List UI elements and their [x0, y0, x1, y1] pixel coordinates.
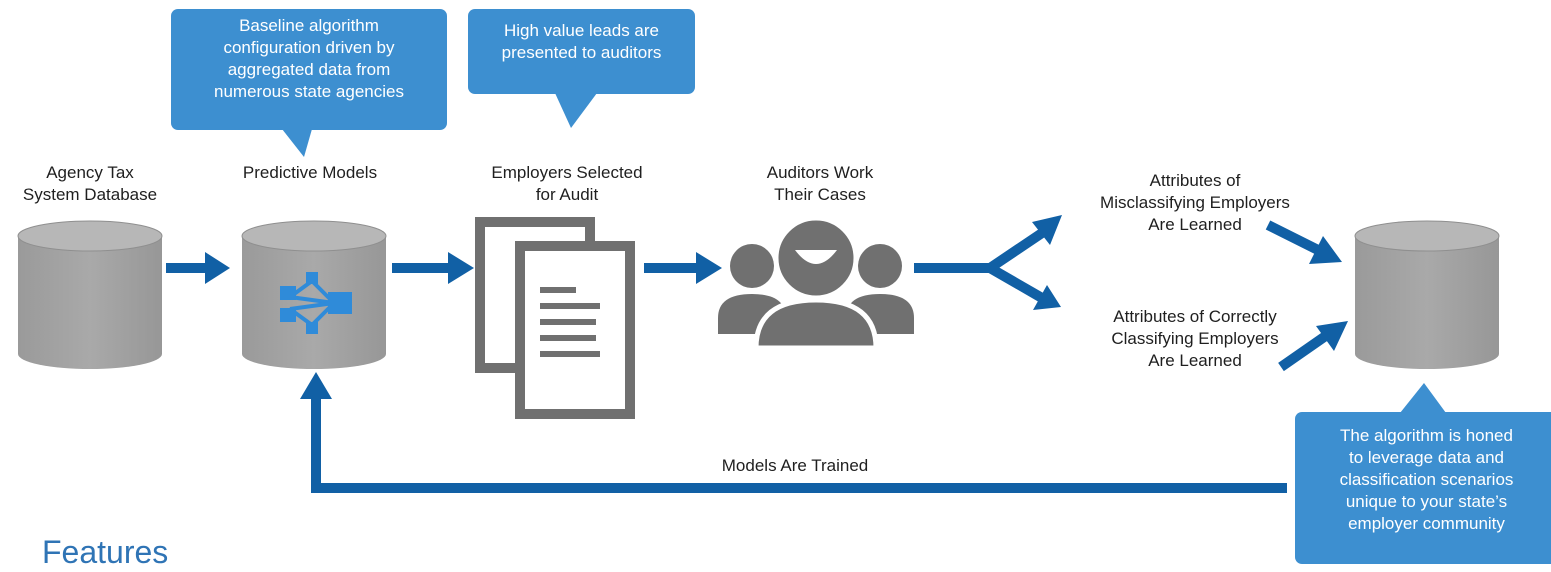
agency-database-icon	[17, 220, 163, 369]
section-heading: Features	[42, 534, 169, 570]
network-icon	[280, 272, 352, 334]
learned-attributes-database-icon	[1354, 220, 1500, 369]
label-employers-selected: Employers Selected for Audit	[491, 163, 643, 204]
label-misclassifying: Attributes of Misclassifying Employers A…	[1100, 171, 1290, 234]
label-correctly: Attributes of Correctly Classifying Empl…	[1111, 307, 1279, 370]
callout-pointer-baseline	[282, 129, 312, 157]
label-predictive-models: Predictive Models	[242, 163, 378, 182]
documents-icon	[475, 217, 635, 419]
flow-arrows	[166, 215, 1348, 493]
arrow-correctly-to-store	[1278, 321, 1348, 372]
label-models-trained: Models Are Trained	[721, 456, 869, 475]
callout-baseline: Baseline algorithm configuration driven …	[171, 9, 447, 130]
arrow-employers-to-auditors	[644, 252, 722, 284]
arrow-feedback-loop	[300, 372, 1287, 493]
arrow-auditors-split	[914, 215, 1062, 310]
people-icon	[718, 215, 914, 351]
label-auditors: Auditors Work Their Cases	[766, 163, 874, 204]
callout-pointer-high-value	[555, 93, 597, 128]
arrow-db-to-models	[166, 252, 230, 284]
callout-honed: The algorithm is honed to leverage data …	[1295, 412, 1551, 564]
arrow-misclassifying-to-store	[1265, 220, 1342, 264]
callout-high-value: High value leads are presented to audito…	[468, 9, 695, 94]
arrow-models-to-employers	[392, 252, 474, 284]
callout-pointer-honed	[1400, 383, 1446, 413]
label-agency-database: Agency Tax System Database	[22, 163, 158, 204]
predictive-models-database-icon	[241, 220, 387, 369]
